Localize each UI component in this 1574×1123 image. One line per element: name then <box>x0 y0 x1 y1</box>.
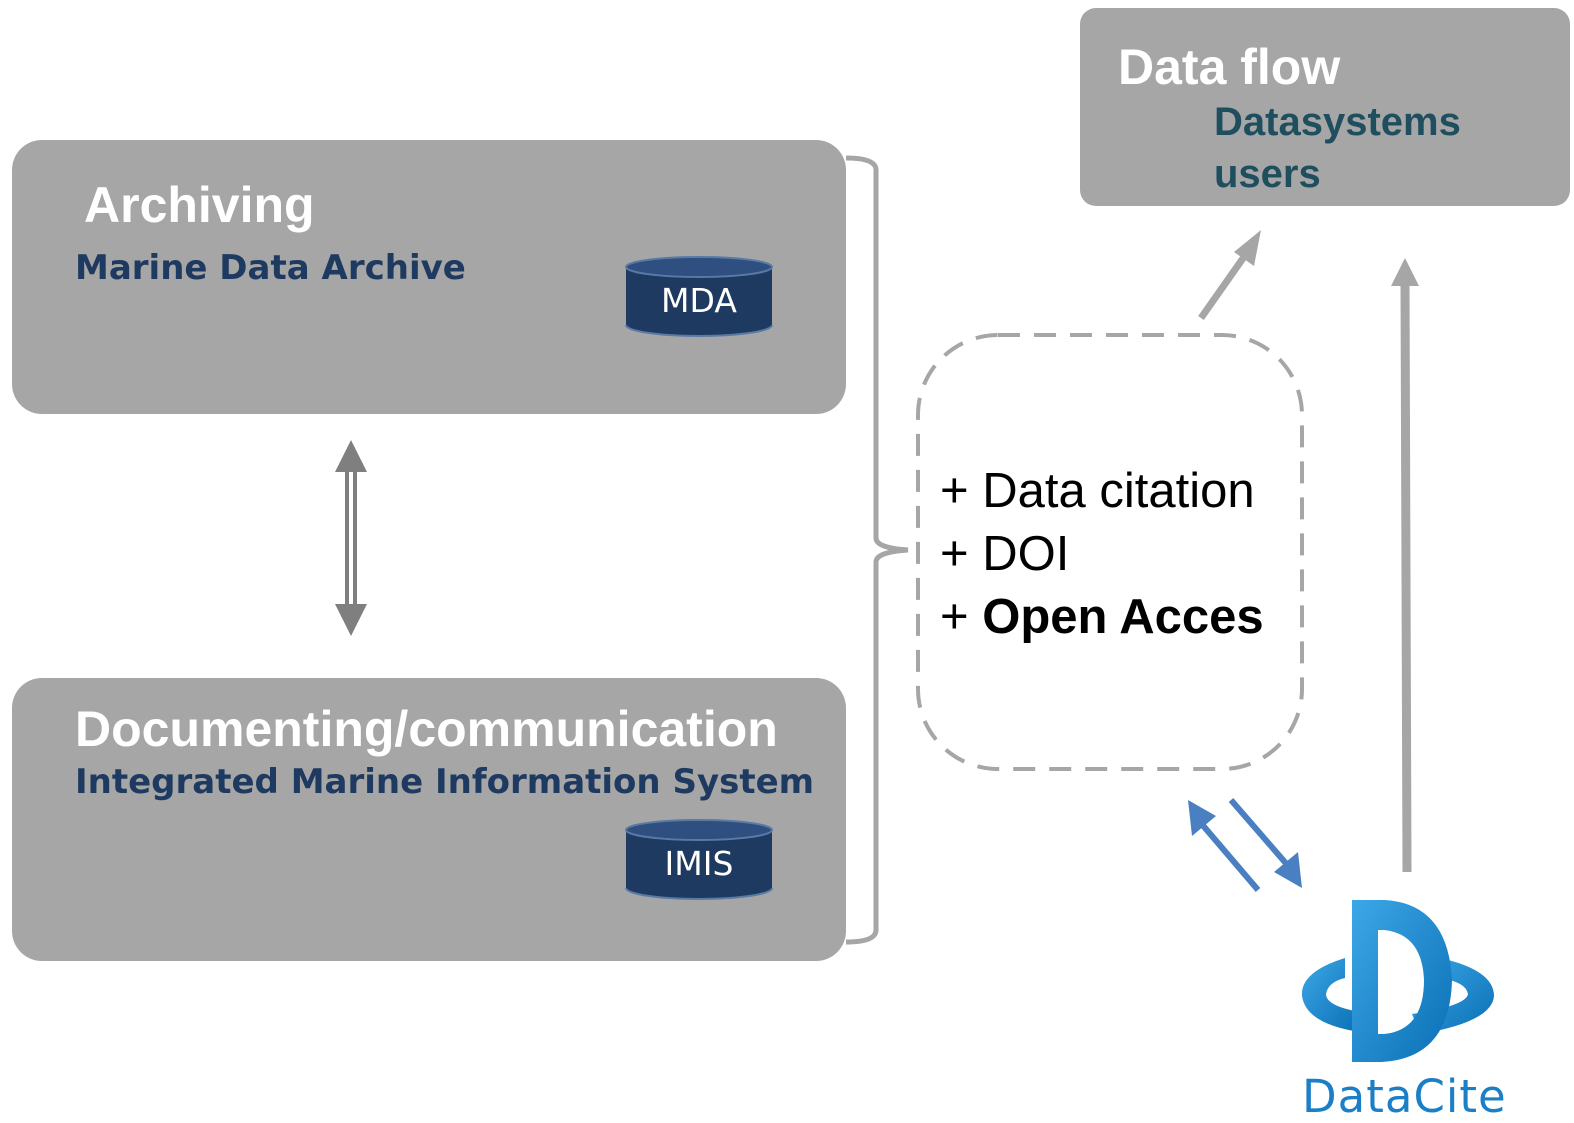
documenting-box: Documenting/communication Integrated Mar… <box>12 678 846 961</box>
datacite-logo-icon <box>1301 900 1494 1062</box>
archiving-subtitle: Marine Data Archive <box>75 248 466 288</box>
dataflow-title: Data flow <box>1118 39 1341 95</box>
feature-open-access-prefix: + <box>940 590 983 644</box>
bidirectional-arrow-icon <box>335 440 367 636</box>
documenting-title: Documenting/communication <box>75 701 778 757</box>
feature-data-citation: + Data citation <box>940 464 1255 518</box>
documenting-subtitle: Integrated Marine Information System <box>75 762 815 802</box>
imis-label: IMIS <box>664 844 734 883</box>
arrow-datacite-to-dataflow-icon <box>1391 258 1419 873</box>
archiving-title: Archiving <box>84 177 315 233</box>
datacite-wordmark: DataCite <box>1302 1070 1507 1123</box>
feature-open-access-label: Open Acces <box>982 590 1264 644</box>
features-list: + Data citation + DOI + Open Acces <box>940 460 1264 649</box>
feature-open-access: + Open Acces <box>940 586 1264 649</box>
mda-database-icon: MDA <box>624 255 774 339</box>
feature-doi: + DOI <box>940 527 1070 581</box>
features-dashed-box <box>916 333 1304 771</box>
dataflow-line2: users <box>1214 152 1321 196</box>
dataflow-line1: Datasystems <box>1214 100 1461 144</box>
grouping-bracket <box>845 155 909 945</box>
mda-label: MDA <box>661 281 737 320</box>
imis-database-icon: IMIS <box>624 818 774 902</box>
archiving-box: Archiving Marine Data Archive MDA <box>12 140 846 414</box>
dataflow-box: Data flow Datasystems users <box>1080 8 1570 206</box>
arrow-to-dataflow-icon <box>1198 230 1261 321</box>
exchange-arrows-icon <box>1188 798 1302 892</box>
